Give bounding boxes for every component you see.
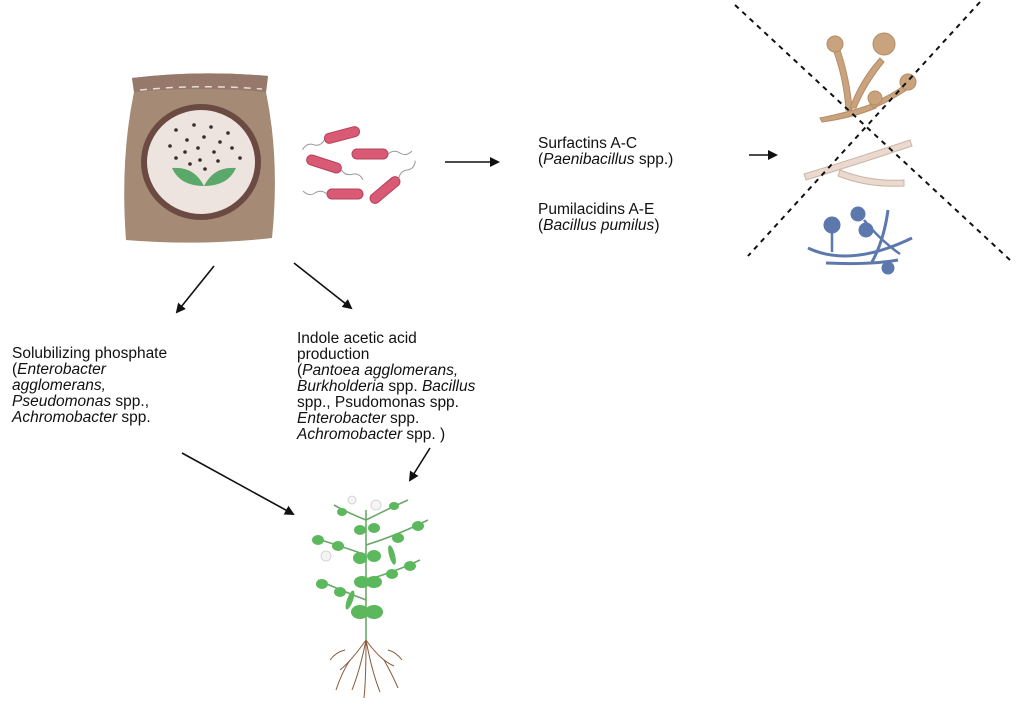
arrow-to-iaa [293, 262, 353, 310]
text: spp.) [634, 151, 674, 168]
species-line: (Enterobacter [12, 362, 167, 378]
species-line: Enterobacter spp. [297, 411, 475, 427]
species-line: Achromobacter spp. ) [297, 427, 475, 443]
arrow-iaa-to-plant [408, 447, 431, 482]
species-line: agglomerans, [12, 378, 167, 394]
species-line: Burkholderia spp. Bacillus [297, 379, 475, 395]
seed-dots [168, 123, 242, 171]
text: spp. [117, 409, 151, 426]
fertilizer-bag-icon [124, 73, 275, 243]
text: ( [297, 362, 303, 379]
fungi-icon [734, 1, 1011, 275]
species-line: (Pantoea agglomerans, [297, 363, 475, 379]
species-name: Pantoea agglomerans, [302, 362, 459, 379]
arrow-phosphate-to-plant [181, 452, 295, 515]
phosphate-title: Solubilizing phosphate [12, 345, 168, 362]
pumilacidins-label: Pumilacidins A-E (Bacillus pumilus) [538, 202, 659, 234]
species-name: Enterobacter [297, 410, 386, 427]
species-name: Bacillus [421, 378, 476, 395]
species-line: spp., Psudomonas spp. [297, 395, 475, 411]
cross-line [734, 4, 1011, 261]
iaa-label: Indole acetic acid production (Pantoea a… [297, 331, 475, 443]
lipopeptide-name: Pumilacidins A-E [538, 201, 655, 218]
phosphate-label: Solubilizing phosphate (Enterobacter agg… [12, 346, 167, 426]
leaf-icon [172, 167, 204, 186]
text: spp. [384, 378, 422, 395]
text: ( [12, 361, 18, 378]
text: spp., [111, 393, 150, 410]
fungus-tan [819, 32, 917, 123]
species-name: Pseudomonas [12, 393, 112, 410]
species-line: Pseudomonas spp., [12, 394, 167, 410]
species-name: Achromobacter [297, 426, 403, 443]
text: ( [538, 151, 544, 168]
leaf-icon [204, 167, 236, 186]
species-name: Bacillus pumilus [543, 217, 655, 234]
text: ) [654, 217, 660, 234]
fungus-pale [803, 139, 913, 187]
bacteria-icon [302, 126, 416, 204]
text: spp. [385, 410, 420, 427]
species-name: Paenibacillus [543, 151, 635, 168]
species-name: Enterobacter [17, 361, 106, 378]
iaa-title: Indole acetic acid [297, 330, 417, 347]
species-name: agglomerans, [12, 377, 106, 394]
root-icon [329, 639, 403, 699]
text: spp. ) [402, 426, 446, 443]
species-name: Burkholderia [297, 378, 385, 395]
species-line: Achromobacter spp. [12, 410, 167, 426]
lipopeptide-name: Surfactins A-C [538, 135, 638, 152]
text: spp., Psudomonas spp. [297, 394, 459, 411]
arrow-to-phosphate [175, 265, 215, 314]
text: ( [538, 217, 544, 234]
cross-line [747, 1, 981, 257]
plant-icon [312, 495, 429, 699]
iaa-title: production [297, 346, 370, 363]
fungus-blue [807, 206, 913, 275]
surfactins-label: Surfactins A-C (Paenibacillus spp.) [538, 136, 673, 168]
species-name: Achromobacter [12, 409, 118, 426]
lipopeptide-source: (Paenibacillus spp.) [538, 152, 673, 168]
lipopeptide-source: (Bacillus pumilus) [538, 218, 659, 234]
